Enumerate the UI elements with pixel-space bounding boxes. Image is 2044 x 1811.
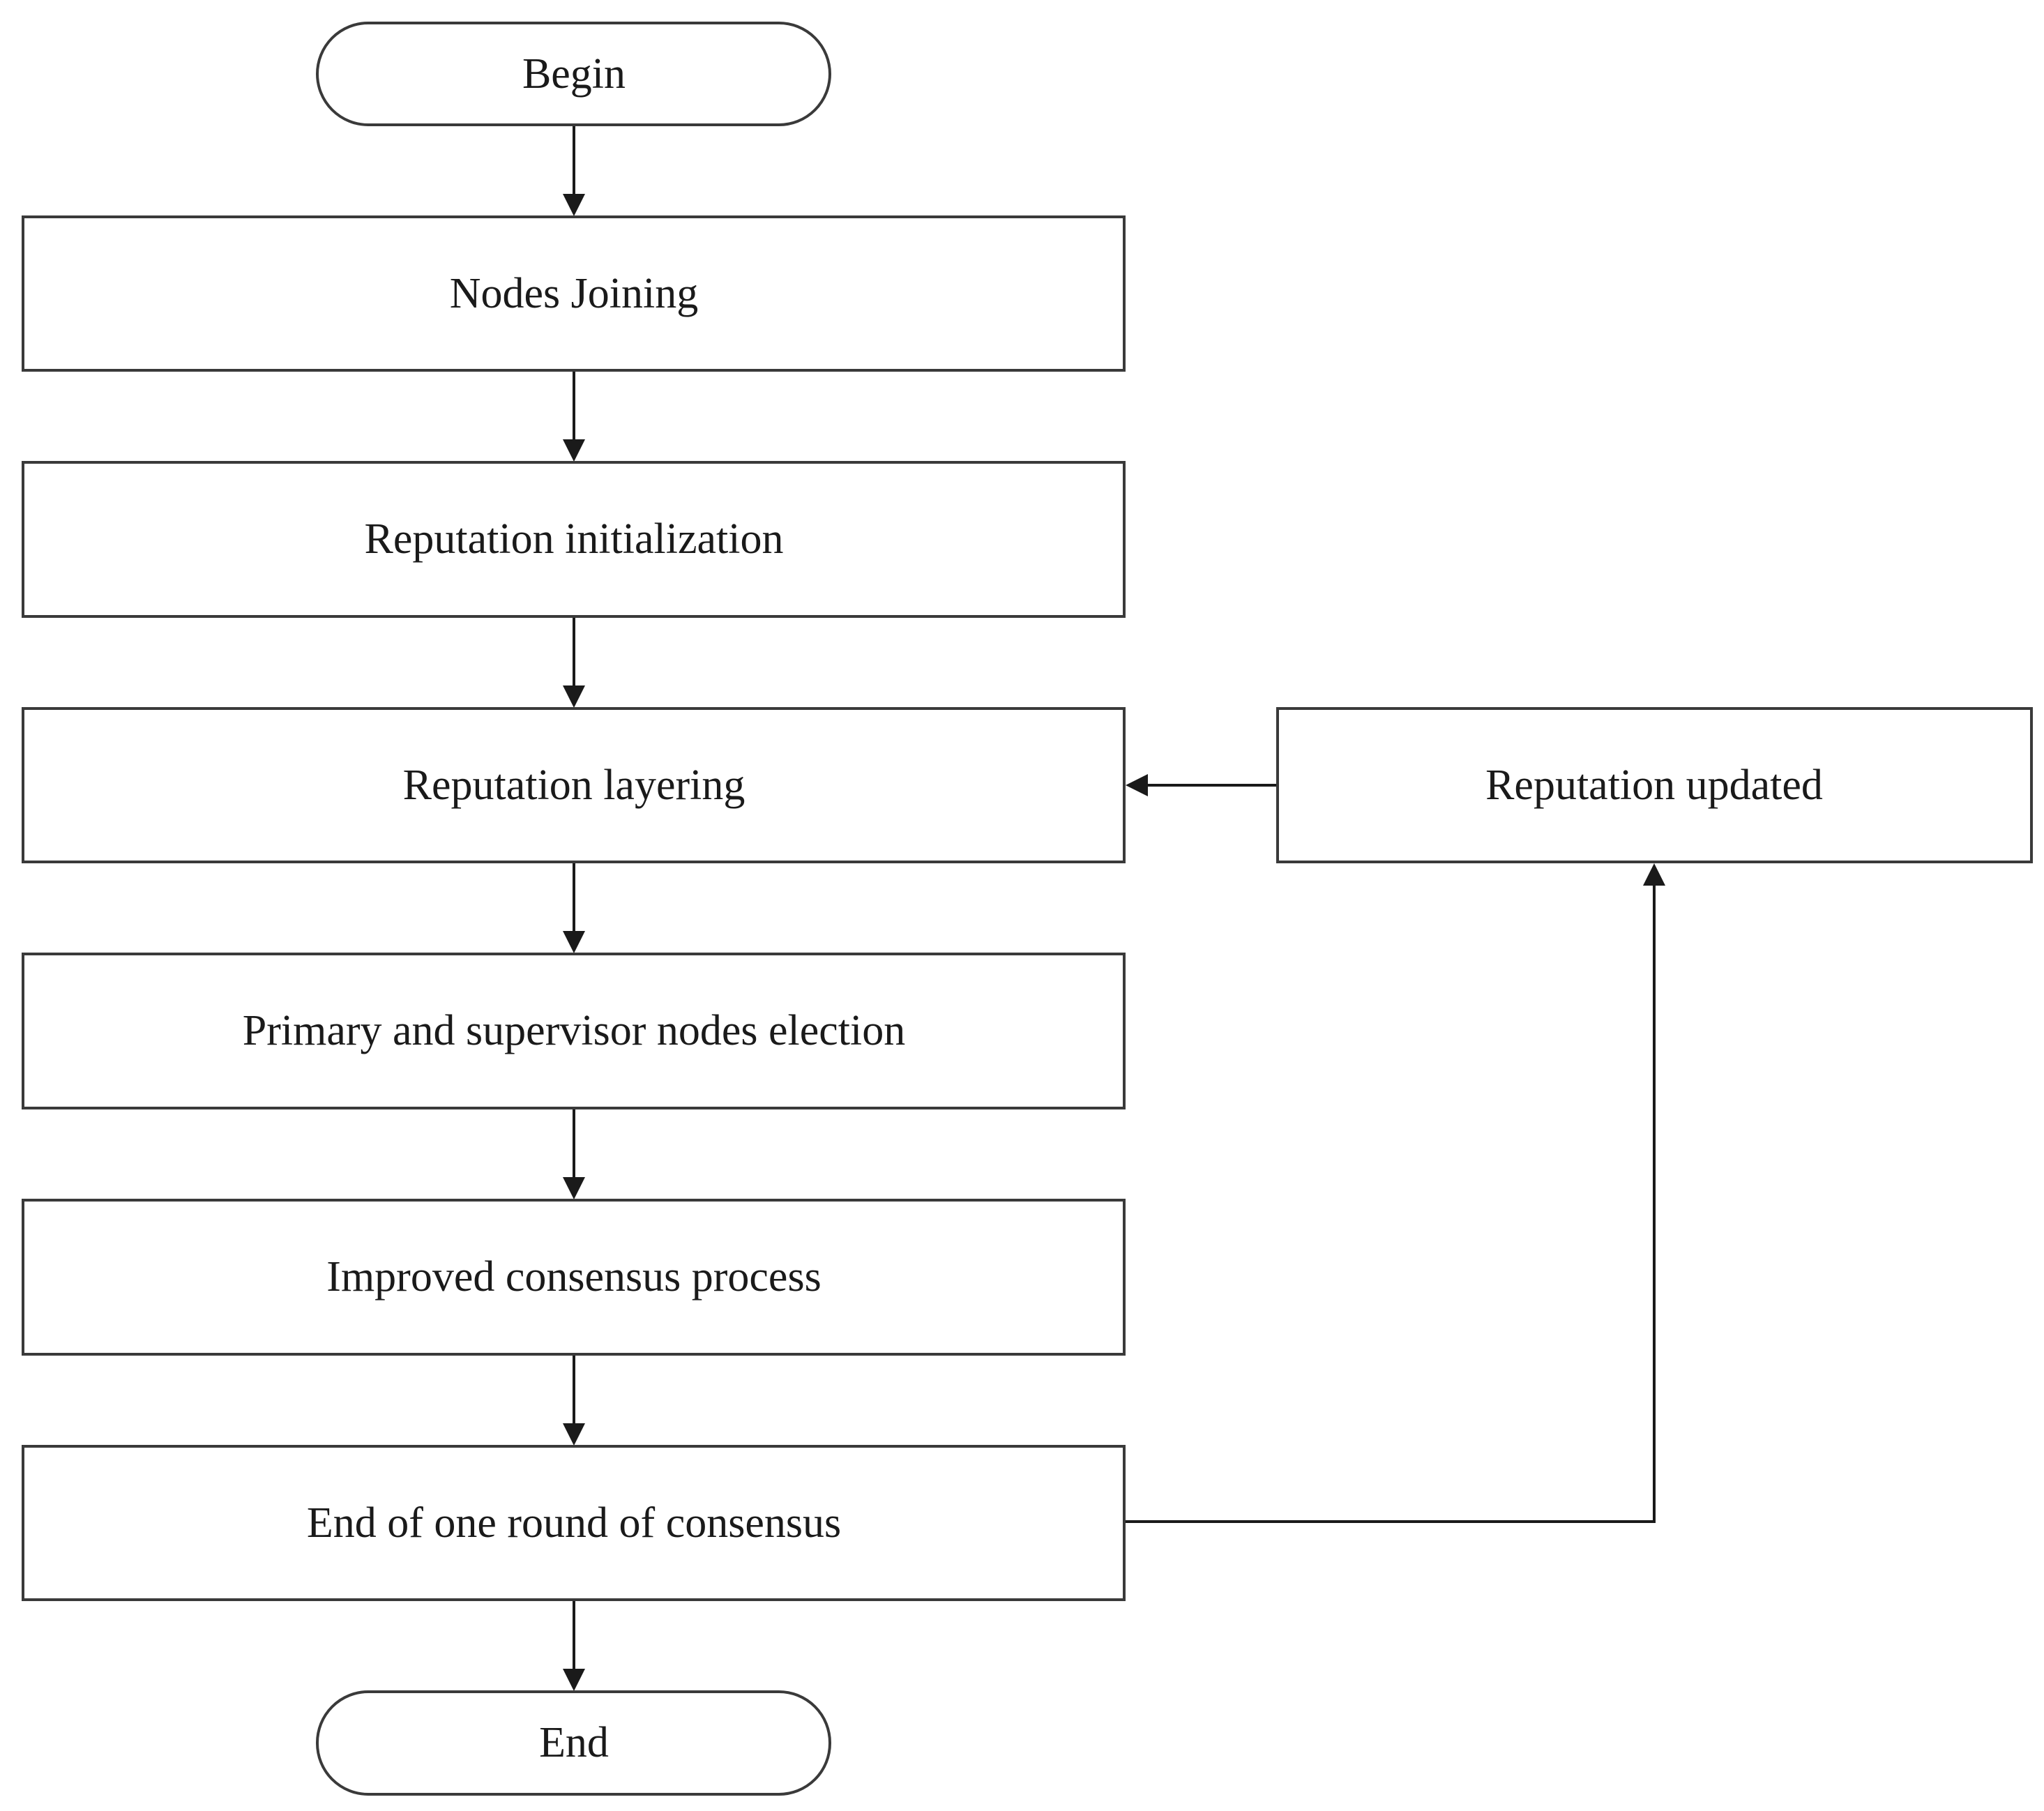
arrowhead-icon [563,1423,585,1446]
node-end-round: End of one round of consensus [22,1445,1126,1601]
arrowhead-icon [1126,774,1148,796]
arrowhead-icon [1643,863,1665,886]
node-election-label: Primary and supervisor nodes election [243,1007,905,1054]
node-consensus-process-label: Improved consensus process [326,1253,821,1301]
node-consensus-process: Improved consensus process [22,1199,1126,1356]
node-nodes-joining-label: Nodes Joining [450,270,699,317]
node-end-round-label: End of one round of consensus [307,1499,841,1547]
arrowhead-icon [563,685,585,708]
arrowhead-icon [563,931,585,953]
edges [563,125,1665,1691]
node-reputation-layering-label: Reputation layering [403,761,745,809]
arrowhead-icon [563,194,585,216]
arrowhead-icon [563,439,585,462]
node-nodes-joining: Nodes Joining [22,215,1126,372]
edge-end-round-to-reputation-updated [1124,884,1656,1523]
node-end-label: End [539,1719,609,1766]
node-reputation-init: Reputation initialization [22,461,1126,618]
arrowhead-icon [563,1669,585,1691]
node-reputation-updated-label: Reputation updated [1485,761,1823,809]
node-begin-label: Begin [522,50,626,98]
node-election: Primary and supervisor nodes election [22,953,1126,1109]
node-reputation-layering: Reputation layering [22,707,1126,863]
nodes: Begin Nodes Joining Reputation initializ… [22,22,2033,1796]
arrowhead-icon [563,1177,585,1199]
node-begin: Begin [316,22,831,126]
node-reputation-init-label: Reputation initialization [365,515,784,563]
node-end: End [316,1690,831,1796]
node-reputation-updated: Reputation updated [1276,707,2033,863]
